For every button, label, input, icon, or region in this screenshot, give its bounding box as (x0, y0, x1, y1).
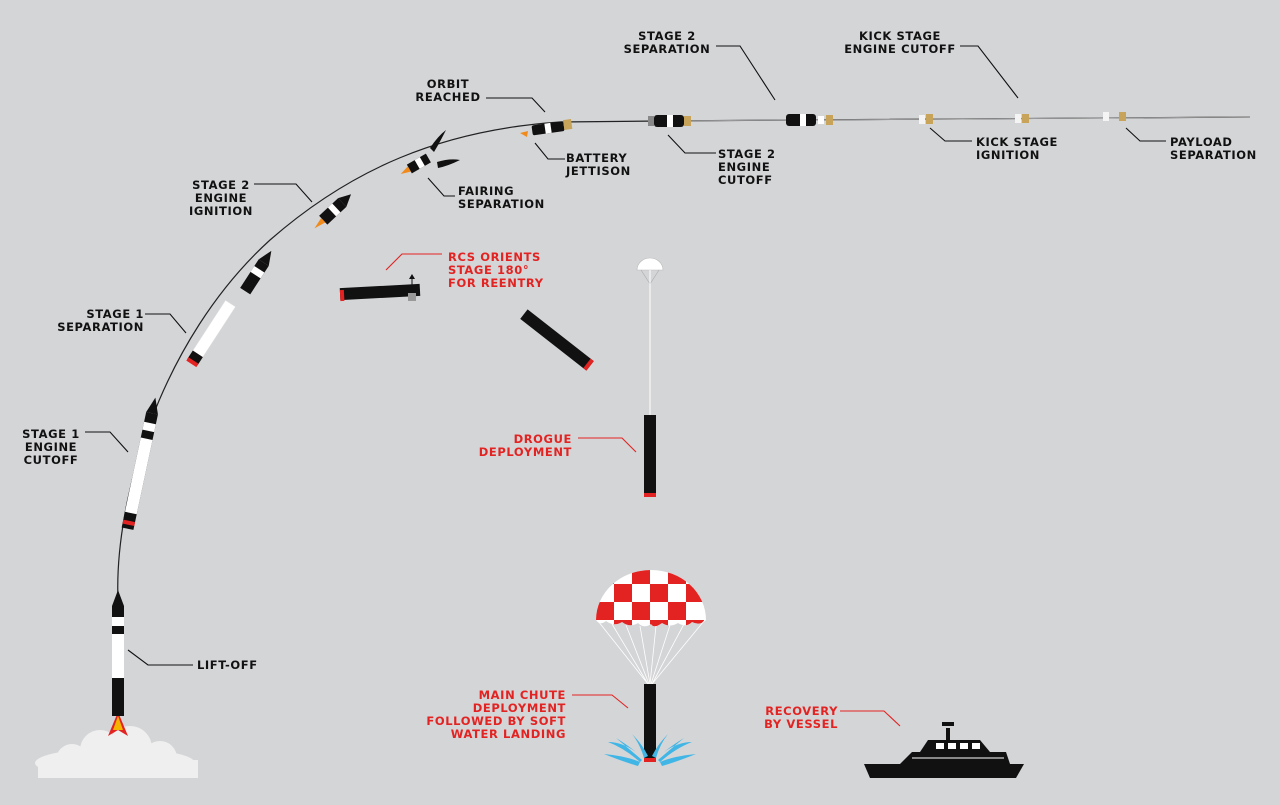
recovery-leader-lines (385, 253, 901, 727)
label-stage2-engine-ignition: STAGE 2 ENGINE IGNITION (189, 178, 253, 218)
rocket-stage1-separation-icon (185, 250, 272, 368)
ascent-trajectory (117, 116, 1251, 601)
coast-trajectory (659, 116, 1251, 122)
label-lift-off: LIFT-OFF (197, 658, 258, 672)
kick-stage-cutoff-icon (1015, 114, 1029, 123)
stage-reentry-icon (520, 309, 594, 371)
label-payload-separation: PAYLOAD SEPARATION (1170, 135, 1257, 162)
launch-smoke-cloud (35, 726, 198, 778)
label-drogue-deployment: DROGUE DEPLOYMENT (478, 432, 572, 459)
rocket-fairing-separation-icon (400, 130, 460, 174)
payload-separation-icon (1103, 112, 1126, 121)
label-recovery-by-vessel: RECOVERY BY VESSEL (764, 704, 838, 731)
label-kick-stage-ignition: KICK STAGE IGNITION (976, 135, 1058, 162)
label-stage1-separation: STAGE 1 SEPARATION (57, 307, 144, 334)
stage-rcs-orients-icon (339, 274, 421, 302)
label-main-chute-deployment: MAIN CHUTE DEPLOYMENT FOLLOWED BY SOFT W… (426, 688, 566, 741)
main-parachute-icon (596, 570, 706, 762)
rocket-lift-off-icon (108, 590, 128, 736)
label-stage1-engine-cutoff: STAGE 1 ENGINE CUTOFF (22, 427, 80, 467)
label-stage2-separation: STAGE 2 SEPARATION (623, 29, 711, 56)
label-orbit-reached: ORBIT REACHED (415, 77, 481, 104)
kick-stage-ignition-icon (919, 114, 933, 124)
rocket-stage2-cutoff-icon (648, 115, 691, 127)
ascent-leader-lines (85, 45, 1166, 666)
drogue-parachute-icon (636, 257, 664, 497)
label-battery-jettison: BATTERY JETTISON (566, 151, 631, 178)
label-stage2-engine-cutoff: STAGE 2 ENGINE CUTOFF (718, 147, 776, 187)
label-kick-stage-engine-cutoff: KICK STAGE ENGINE CUTOFF (844, 29, 956, 56)
rocket-stage2-ignition-icon (314, 194, 352, 229)
rocket-stage2-separation-icon (786, 114, 833, 126)
rocket-stage1-cutoff-icon (121, 397, 158, 530)
recovery-vessel-icon (864, 722, 1024, 778)
label-fairing-separation: FAIRING SEPARATION (458, 184, 545, 211)
label-rcs-orients: RCS ORIENTS STAGE 180° FOR REENTRY (448, 250, 544, 290)
water-splash-icon (604, 734, 696, 766)
rocket-orbit-reached-icon (520, 118, 573, 137)
